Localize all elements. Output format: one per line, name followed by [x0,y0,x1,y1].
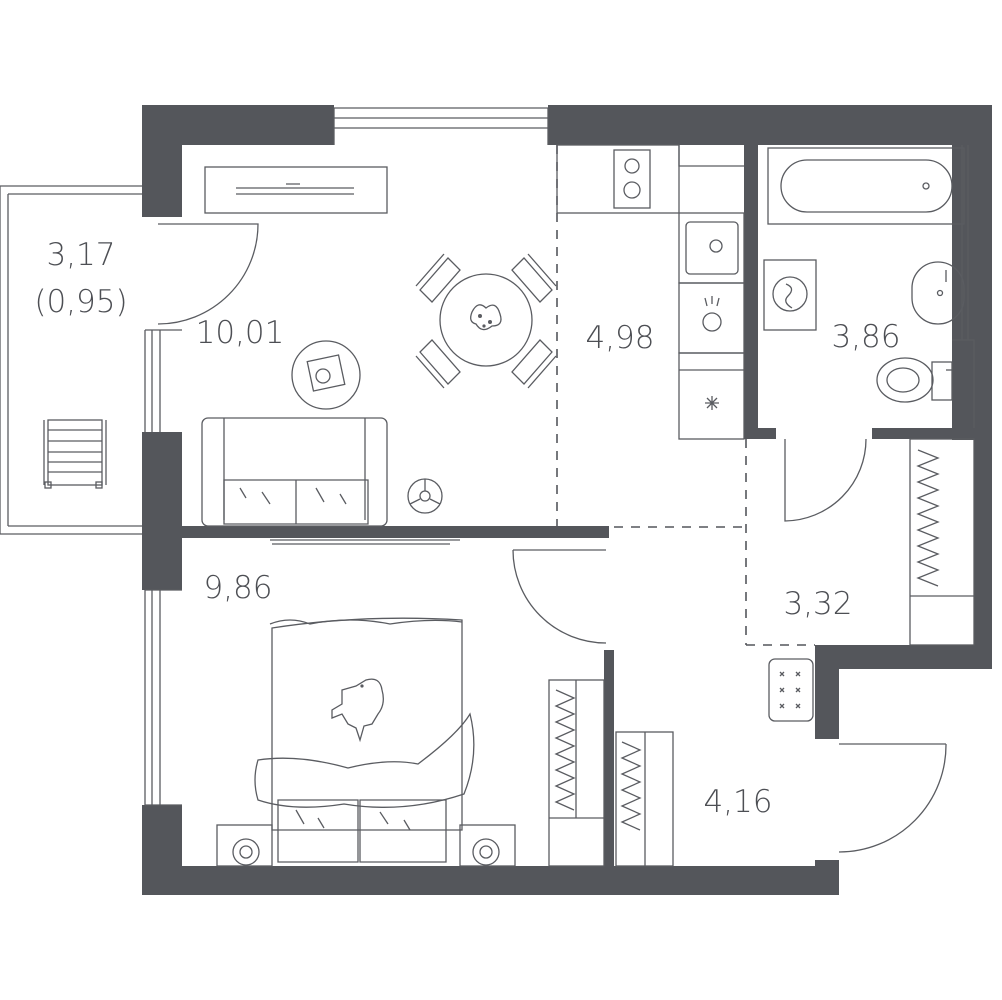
dining-table [439,273,533,367]
hallway: 4,16 [615,658,814,867]
windows [144,107,549,806]
deck-chair [43,419,107,489]
balcony-area-coefficient: (0,95) [34,284,127,320]
corridor: 3,32 [783,438,975,646]
sink [678,212,745,284]
washer [678,282,745,354]
bedroom: 9,86 [203,539,605,867]
cat [331,678,384,743]
sofa [201,417,388,527]
walls [142,105,992,895]
living-room: 10,01 [196,166,557,527]
stove [556,144,680,214]
wardrobe-hallway [615,731,674,867]
bed [254,617,475,863]
washer-bathroom [763,259,817,331]
toilet [876,357,953,403]
floor-lamp [407,478,443,514]
zone-boundaries [556,145,815,646]
chairs [415,253,557,389]
corridor-area: 3,32 [783,586,852,622]
bathroom: 3,86 [763,145,975,428]
bedroom-area: 9,86 [203,570,272,606]
electrical-panel [768,658,814,722]
balcony-area: 3,17 [46,237,115,273]
doors [157,223,947,853]
balcony: 3,17 (0,95) [0,185,142,535]
bathtub [767,147,965,225]
living-room-area: 10,01 [196,315,285,351]
wardrobe-corridor [909,438,975,646]
nightstands [216,824,516,867]
washbasin [911,261,965,325]
kitchen: 4,98 [556,144,745,440]
fridge [678,352,745,440]
hallway-area: 4,16 [703,784,772,820]
kitchen-area: 4,98 [585,320,654,356]
tv-stand [204,166,388,214]
wardrobe-bedroom [548,679,605,867]
coffee-table [291,340,361,410]
bathroom-area: 3,86 [831,319,900,355]
